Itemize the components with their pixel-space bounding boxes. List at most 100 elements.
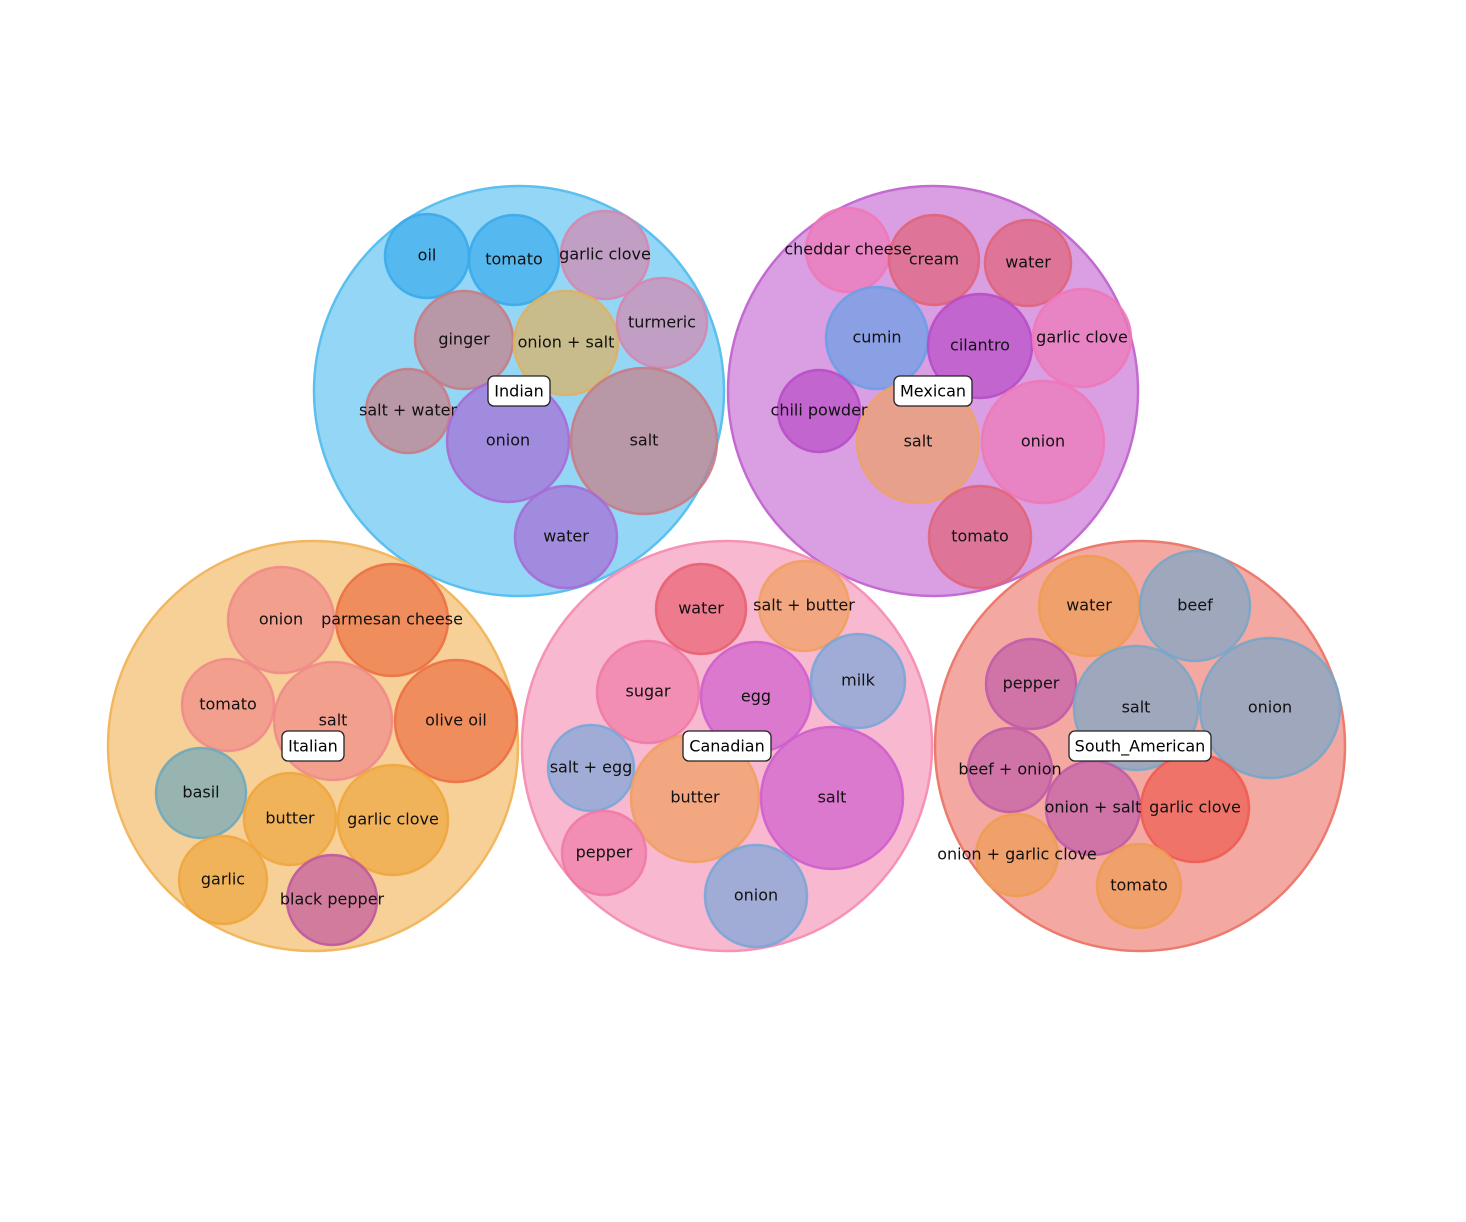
bubble-label: egg — [741, 687, 771, 706]
ingredient-bubble — [926, 292, 1034, 400]
bubble-label: garlic clove — [1149, 798, 1241, 817]
bubble-label: water — [1005, 253, 1051, 272]
ingredient-bubble — [984, 637, 1078, 731]
bubble-label: tomato — [199, 695, 257, 714]
bubble-label: butter — [670, 788, 720, 807]
ingredient-bubble — [513, 484, 619, 590]
bubble-label: garlic clove — [559, 245, 651, 264]
bubble-label: salt — [319, 711, 348, 730]
bubble-label: tomato — [485, 250, 543, 269]
bubble-label: onion — [259, 610, 303, 629]
ingredient-bubble — [809, 632, 907, 730]
bubble-label: onion + salt — [518, 333, 615, 352]
bubble-label: onion — [486, 431, 530, 450]
ingredient-bubble — [595, 639, 701, 745]
ingredient-bubble — [177, 834, 269, 926]
cluster-name-label: Indian — [494, 382, 543, 401]
bubble-label: salt + egg — [550, 758, 633, 777]
bubble-label: onion — [1248, 698, 1292, 717]
ingredient-bubble — [1031, 287, 1133, 389]
bubble-label: cheddar cheese — [784, 240, 911, 259]
ingredient-bubble — [512, 289, 620, 397]
ingredient-bubble — [242, 771, 338, 867]
ingredient-bubble — [927, 484, 1033, 590]
bubble-label: beef — [1177, 596, 1213, 615]
bubble-label: chili powder — [771, 401, 868, 420]
bubble-label: water — [1066, 596, 1112, 615]
bubble-label: cream — [909, 250, 959, 269]
ingredient-bubble — [559, 209, 651, 301]
cluster-name-label: South_American — [1075, 737, 1206, 757]
cluster-name-label: Mexican — [900, 382, 966, 401]
bubble-label: onion + garlic clove — [937, 845, 1097, 864]
ingredient-bubble — [285, 853, 379, 947]
cluster-name-tag: Mexican — [893, 375, 973, 407]
cluster-name-box — [682, 730, 772, 762]
cluster-name-box — [487, 375, 551, 407]
ingredient-bubble — [336, 763, 450, 877]
bubble-label: olive oil — [425, 711, 487, 730]
bubble-label: cilantro — [950, 336, 1010, 355]
bubble-label: salt — [630, 431, 659, 450]
ingredient-bubble — [560, 809, 648, 897]
bubble-label: butter — [265, 809, 315, 828]
bubble-label: water — [678, 599, 724, 618]
ingredient-bubble — [776, 368, 862, 454]
ingredient-bubble — [757, 559, 851, 653]
ingredient-bubble — [546, 723, 636, 813]
bubble-label: parmesan cheese — [321, 610, 463, 629]
ingredient-bubble — [467, 213, 561, 307]
cluster-indian: oil tomato garlic clove ginger onion + salt t… — [312, 184, 726, 598]
bubble-label: garlic — [201, 870, 245, 889]
ingredient-bubble — [966, 726, 1054, 814]
cluster-name-tag: Canadian — [682, 730, 772, 762]
ingredient-bubble — [759, 725, 905, 871]
bubble-label: salt + water — [359, 401, 457, 420]
cluster-name-box — [281, 730, 345, 762]
bubble-label: salt — [818, 788, 847, 807]
bubble-label: onion — [734, 886, 778, 905]
ingredient-bubble — [569, 366, 719, 516]
bubble-label: tomato — [1110, 876, 1168, 895]
cluster-italian: onion parmesan cheese tomato salt olive oil b… — [106, 539, 520, 953]
bubble-label: salt — [1122, 698, 1151, 717]
bubble-label: onion — [1021, 432, 1065, 451]
bubble-label: sugar — [625, 682, 670, 701]
cluster-name-box — [1068, 730, 1212, 762]
ingredient-bubble — [1095, 842, 1183, 930]
bubble-label: garlic clove — [1036, 328, 1128, 347]
bubble-label: pepper — [1003, 674, 1060, 693]
ingredient-bubble — [226, 565, 336, 675]
cluster-south-american: water beef pepper salt onion beef + onion onio… — [933, 539, 1347, 953]
bubble-label: onion + salt — [1045, 798, 1142, 817]
ingredient-bubble — [154, 746, 248, 840]
ingredient-bubble — [887, 213, 981, 307]
ingredient-bubble — [364, 367, 452, 455]
bubble-label: ginger — [438, 330, 490, 349]
ingredient-bubble — [393, 658, 519, 784]
cluster-name-tag: South_American — [1068, 730, 1212, 762]
bubble-label: oil — [418, 246, 437, 265]
cluster-name-box — [893, 375, 973, 407]
bubble-label: basil — [182, 783, 219, 802]
cluster-name-label: Canadian — [689, 737, 764, 756]
ingredient-bubble — [615, 276, 709, 370]
ingredient-bubble — [334, 562, 450, 678]
bubble-label: beef + onion — [958, 760, 1061, 779]
cluster-name-tag: Italian — [281, 730, 345, 762]
cluster-name-tag: Indian — [487, 375, 551, 407]
bubble-label: garlic clove — [347, 810, 439, 829]
ingredient-bubble — [980, 379, 1106, 505]
bubble-label: turmeric — [628, 313, 696, 332]
ingredient-bubble — [180, 657, 276, 753]
bubble-label: pepper — [576, 843, 633, 862]
ingredient-bubble — [654, 562, 748, 656]
ingredient-bubble — [703, 843, 809, 949]
bubble-label: milk — [841, 671, 875, 690]
ingredient-bubble — [1198, 636, 1342, 780]
bubble-label: tomato — [951, 527, 1009, 546]
